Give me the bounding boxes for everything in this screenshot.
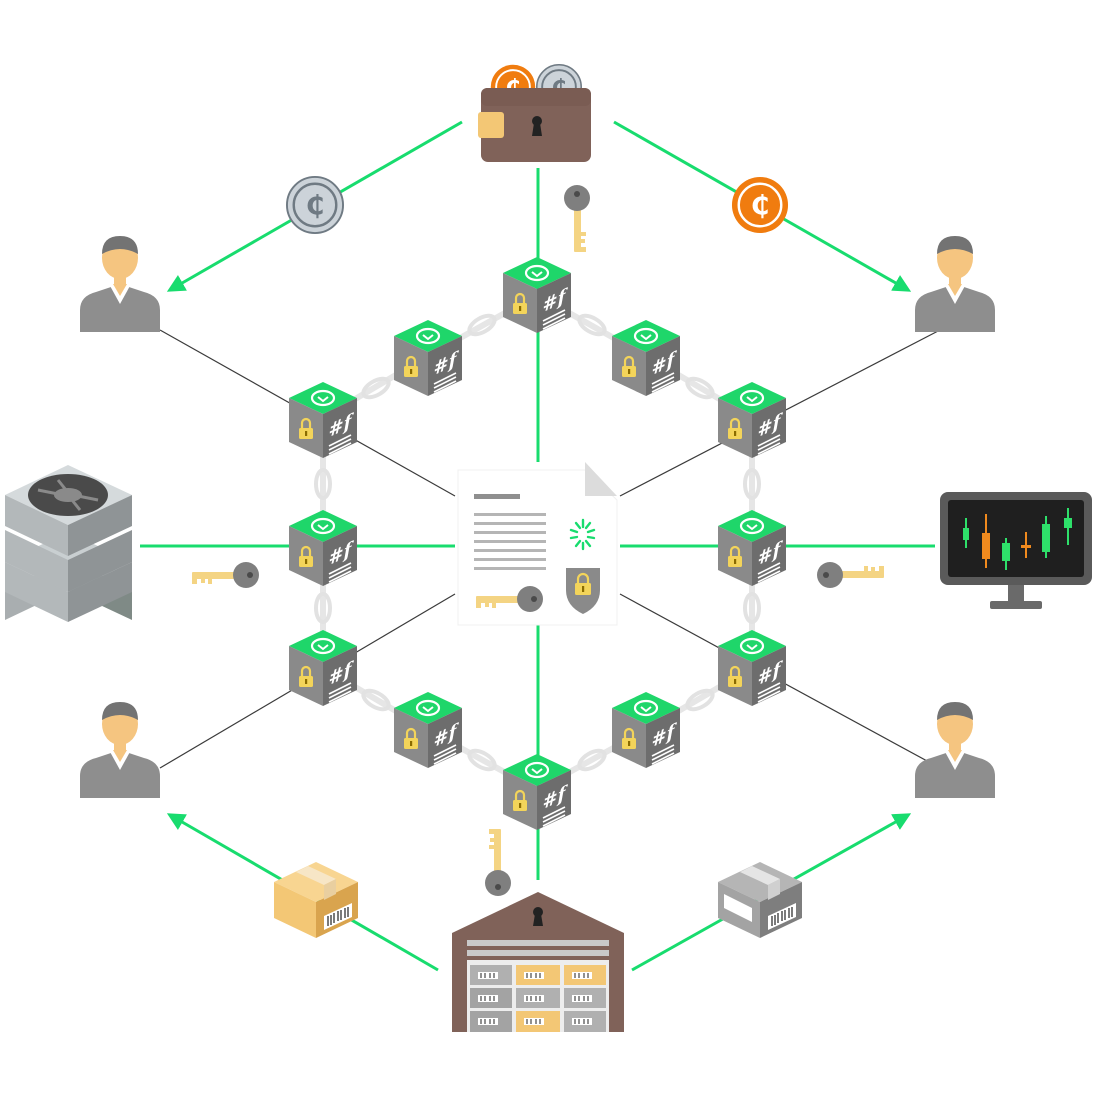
user-icon	[915, 702, 995, 798]
coin-icon	[730, 175, 790, 235]
hash-block-icon	[716, 380, 788, 460]
hash-block-icon	[392, 318, 464, 398]
hash-block-icon	[287, 628, 359, 708]
key-icon	[817, 562, 884, 588]
key-icon	[485, 829, 511, 896]
warehouse-icon	[452, 892, 624, 1032]
hash-block-icon	[501, 752, 573, 832]
candlestick-chart	[963, 508, 1072, 570]
hash-block-icon	[610, 318, 682, 398]
crypto-wallet-icon	[478, 63, 591, 162]
user-icon	[80, 236, 160, 332]
parcel-box-icon	[273, 861, 359, 939]
trading-chart-monitor-icon	[940, 492, 1092, 609]
user-icon	[80, 702, 160, 798]
mining-server-icon	[5, 465, 132, 622]
hash-block-icon	[287, 508, 359, 588]
chain-link-rings	[314, 313, 761, 772]
hash-block-icon	[610, 690, 682, 770]
hash-block-icon	[392, 690, 464, 770]
shield-lock-icon	[566, 568, 600, 614]
user-icon	[915, 236, 995, 332]
smart-contract-document-icon	[457, 462, 618, 626]
coin-icon	[285, 175, 345, 235]
hash-block-icon	[287, 380, 359, 460]
parcel-box-icon	[717, 861, 803, 939]
warehouse-crates	[470, 965, 606, 1032]
loading-spinner-icon	[569, 518, 596, 551]
key-icon	[564, 185, 590, 252]
key-icon	[192, 562, 259, 588]
hash-block-icon	[716, 508, 788, 588]
hash-block-icon	[501, 255, 573, 335]
hash-block-icon	[716, 628, 788, 708]
